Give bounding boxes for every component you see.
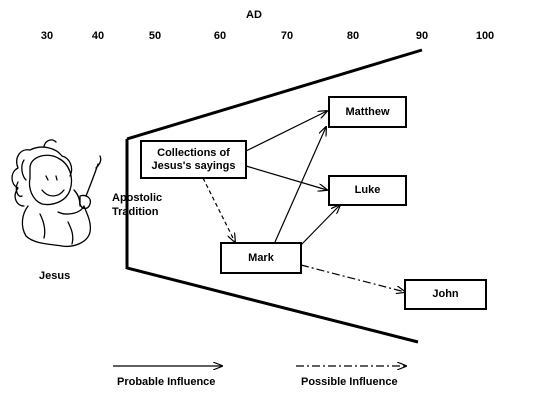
node-collections-line2: Jesus's sayings (151, 159, 236, 172)
tradition-funnel (125, 48, 423, 344)
edge-collections-matthew (245, 111, 327, 152)
possible-influence-arrows (202, 177, 405, 292)
axis-title: AD (246, 9, 262, 21)
funnel-top-edge (126, 48, 423, 141)
axis-tick-40: 40 (91, 30, 105, 42)
edge-collections-mark (202, 177, 235, 242)
node-luke: Luke (328, 175, 407, 206)
node-matthew: Matthew (328, 96, 407, 128)
node-john: John (404, 279, 487, 310)
edge-mark-luke (299, 205, 340, 247)
axis-tick-80: 80 (346, 30, 360, 42)
edge-collections-luke (245, 165, 327, 190)
jesus-eyes (45, 175, 58, 181)
jesus-head (28, 154, 73, 206)
jesus-arm (73, 189, 81, 207)
jesus-robe (21, 205, 92, 248)
jesus-hand (79, 194, 92, 210)
legend-possible-label: Possible Influence (301, 376, 398, 388)
axis-tick-100: 100 (475, 30, 495, 42)
apostolic-label-line2: Tradition (112, 206, 159, 218)
legend-probable-label: Probable Influence (117, 376, 216, 388)
apostolic-label-line1: Apostolic (112, 192, 163, 204)
jesus-drawing (11, 139, 102, 248)
axis-tick-70: 70 (280, 30, 294, 42)
jesus-label: Jesus (39, 270, 71, 282)
axis-tick-90: 90 (415, 30, 429, 42)
edge-mark-john (300, 264, 405, 292)
axis-tick-30: 30 (40, 30, 54, 42)
probable-influence-arrows (245, 111, 340, 247)
edge-mark-matthew (274, 127, 326, 243)
axis-tick-60: 60 (213, 30, 227, 42)
node-collections: Collections of Jesus's sayings (140, 140, 247, 179)
jesus-smile (41, 189, 65, 197)
axis-tick-50: 50 (148, 30, 162, 42)
node-mark: Mark (220, 242, 302, 274)
jesus-hair (11, 139, 73, 207)
jesus-staff (85, 155, 102, 197)
funnel-bottom-edge (126, 266, 419, 344)
node-collections-line1: Collections of (157, 146, 230, 159)
